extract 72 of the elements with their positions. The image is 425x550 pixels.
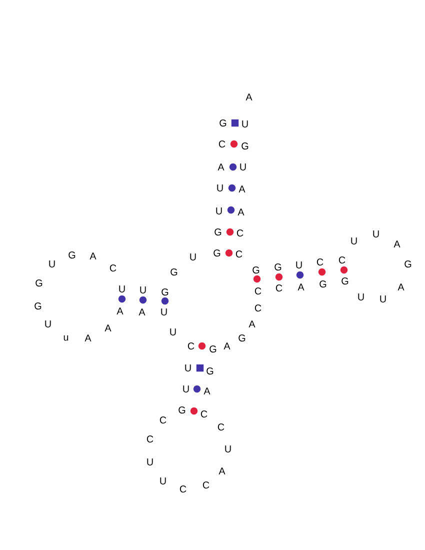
nucleotide-letter: C: [254, 304, 262, 312]
nucleotide-letter: G: [242, 142, 248, 150]
nucleotide-letter: U: [45, 320, 51, 328]
nucleotide-letter: C: [160, 416, 166, 424]
nucleotide-letter: C: [316, 258, 324, 266]
nucleotide-letter: G: [210, 346, 216, 352]
nucleotide-letter: G: [252, 266, 260, 274]
nucleotide-letter: G: [68, 252, 76, 258]
nucleotide-letter: G: [320, 280, 326, 288]
nucleotide-letter: U: [351, 238, 357, 244]
nucleotide-letter: G: [214, 250, 220, 256]
nucleotide-letter: U: [380, 296, 386, 302]
nucleotide-letter: C: [146, 436, 154, 442]
nucleotide-letter: C: [180, 486, 186, 492]
nucleotide-letter: U: [216, 208, 222, 214]
nucleotide-letter: A: [394, 240, 400, 248]
nucleotide-letter: U: [190, 254, 196, 260]
nucleotide-letter: U: [358, 294, 364, 300]
nucleotide-letter: U: [242, 120, 248, 128]
nucleotide-letter: U: [161, 308, 167, 316]
nucleotide-letter: U: [217, 184, 223, 192]
nucleotide-letter: A: [204, 388, 210, 394]
nucleotide-letter: C: [188, 342, 194, 350]
nucleotide-letter: U: [160, 478, 166, 484]
nucleotide-letter: u: [64, 335, 68, 341]
nucleotide-letter: C: [202, 482, 210, 488]
nucleotide-letter: A: [218, 164, 224, 170]
nucleotide-letter: C: [200, 410, 208, 418]
nucleotide-letter: A: [138, 308, 146, 316]
nucleotide-letter: G: [206, 368, 214, 374]
nucleotide-letter: A: [218, 468, 226, 474]
nucleotide-letter: C: [276, 284, 282, 292]
nucleotide-letter: A: [238, 186, 246, 192]
nucleotide-letter: A: [238, 208, 244, 216]
nucleotide-letter: U: [140, 286, 146, 294]
nucleotide-letter: U: [183, 386, 189, 392]
nucleotide-letter: U: [185, 364, 191, 372]
nucleotide-letter: G: [404, 260, 412, 268]
nucleotide-letter: U: [119, 286, 125, 292]
nucleotide-letter: G: [220, 120, 226, 126]
nucleotide-letter: A: [246, 94, 252, 100]
nucleotide-letter: G: [162, 288, 168, 296]
nucleotide-letter: C: [218, 140, 226, 148]
nucleotide-letter: G: [170, 268, 178, 276]
nucleotide-letter: U: [170, 328, 176, 336]
nucleotide-letter: G: [274, 264, 282, 270]
nucleotide-letter: G: [238, 334, 246, 342]
nucleotide-letter: A: [84, 334, 92, 342]
nucleotide-letter: C: [218, 424, 224, 430]
nucleotide-letter: U: [296, 262, 302, 268]
nucleotide-letter: A: [90, 252, 96, 260]
nucleotide-letter: A: [298, 284, 304, 290]
nucleotide-letter: G: [178, 406, 186, 414]
nucleotide-letter: G: [36, 280, 42, 286]
nucleotide-letter: C: [254, 288, 262, 294]
nucleotide-letter: G: [342, 278, 348, 284]
nucleotide-letter: U: [147, 458, 153, 466]
nucleotide-letter: A: [224, 342, 230, 350]
nucleotide-letter: A: [398, 284, 404, 290]
nucleotide-letter: G: [214, 228, 222, 236]
nucleotide-letter: U: [49, 260, 55, 268]
nucleotide-letter: U: [240, 164, 246, 170]
nucleotide-letter: U: [225, 446, 231, 452]
nucleotide-letter: C: [236, 250, 242, 258]
nucleotide-letter: G: [34, 302, 42, 310]
nucleotide-letter: C: [338, 256, 346, 264]
nucleotide-letter: U: [373, 230, 379, 238]
nucleotide-letter: C: [236, 230, 244, 236]
nucleotide-letter: A: [248, 320, 256, 328]
nucleotide-letter: A: [116, 308, 124, 314]
nucleotide-letter: C: [110, 264, 116, 272]
nucleotide-letter: A: [104, 324, 112, 332]
